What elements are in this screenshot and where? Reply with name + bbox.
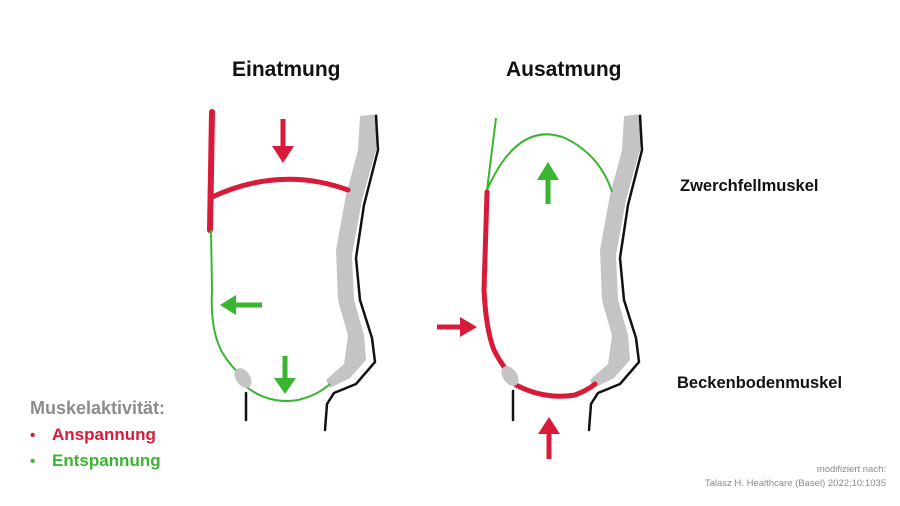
legend-item-tension: • Anspannung bbox=[30, 425, 165, 445]
inhale-back-outline bbox=[323, 114, 380, 432]
exhale-title: Ausatmung bbox=[506, 58, 622, 81]
diaphragm-label: Zwerchfellmuskel bbox=[680, 177, 819, 195]
source-note: modifiziert nach: Talasz H. Healthcare (… bbox=[705, 463, 886, 491]
exhale-arrow-up-green bbox=[537, 162, 559, 204]
exhale-arrow-up-red bbox=[538, 417, 560, 459]
inhale-abdominal-wall bbox=[207, 109, 215, 233]
exhale-diaphragm bbox=[486, 117, 613, 193]
inhale-title: Einatmung bbox=[232, 58, 341, 81]
exhale-pubic-bone bbox=[501, 366, 519, 386]
exhale-abdominal-wall bbox=[481, 189, 511, 375]
inhale-belly bbox=[210, 229, 245, 379]
exhale-pelvic-floor bbox=[513, 381, 598, 399]
legend-title: Muskelaktivität: bbox=[30, 398, 166, 418]
inhale-arrow-down-red bbox=[272, 119, 294, 163]
inhale-pubic-bone bbox=[234, 368, 252, 388]
bullet-icon: • bbox=[30, 452, 36, 470]
legend: Muskelaktivität: • Anspannung • Entspann… bbox=[30, 398, 165, 477]
inhale-arrow-down-green bbox=[274, 356, 296, 394]
bullet-icon: • bbox=[30, 426, 36, 444]
inhale-figure bbox=[207, 109, 380, 432]
legend-label-relaxation: Entspannung bbox=[52, 451, 161, 470]
inhale-arrow-left-green bbox=[220, 295, 262, 315]
inhale-diaphragm bbox=[207, 176, 351, 201]
legend-item-relaxation: • Entspannung bbox=[30, 451, 165, 471]
inhale-spine bbox=[326, 114, 378, 388]
inhale-pelvic-floor bbox=[243, 383, 331, 402]
pelvic-floor-label: Beckenbodenmuskel bbox=[677, 374, 843, 392]
exhale-arrow-right-red bbox=[437, 317, 477, 337]
source-line-1: modifiziert nach: bbox=[816, 464, 886, 475]
exhale-back-outline bbox=[587, 114, 644, 432]
exhale-spine bbox=[590, 114, 642, 388]
source-line-2: Talasz H. Healthcare (Basel) 2022;10:103… bbox=[704, 478, 886, 489]
exhale-figure bbox=[437, 114, 644, 459]
legend-label-tension: Anspannung bbox=[52, 425, 156, 444]
